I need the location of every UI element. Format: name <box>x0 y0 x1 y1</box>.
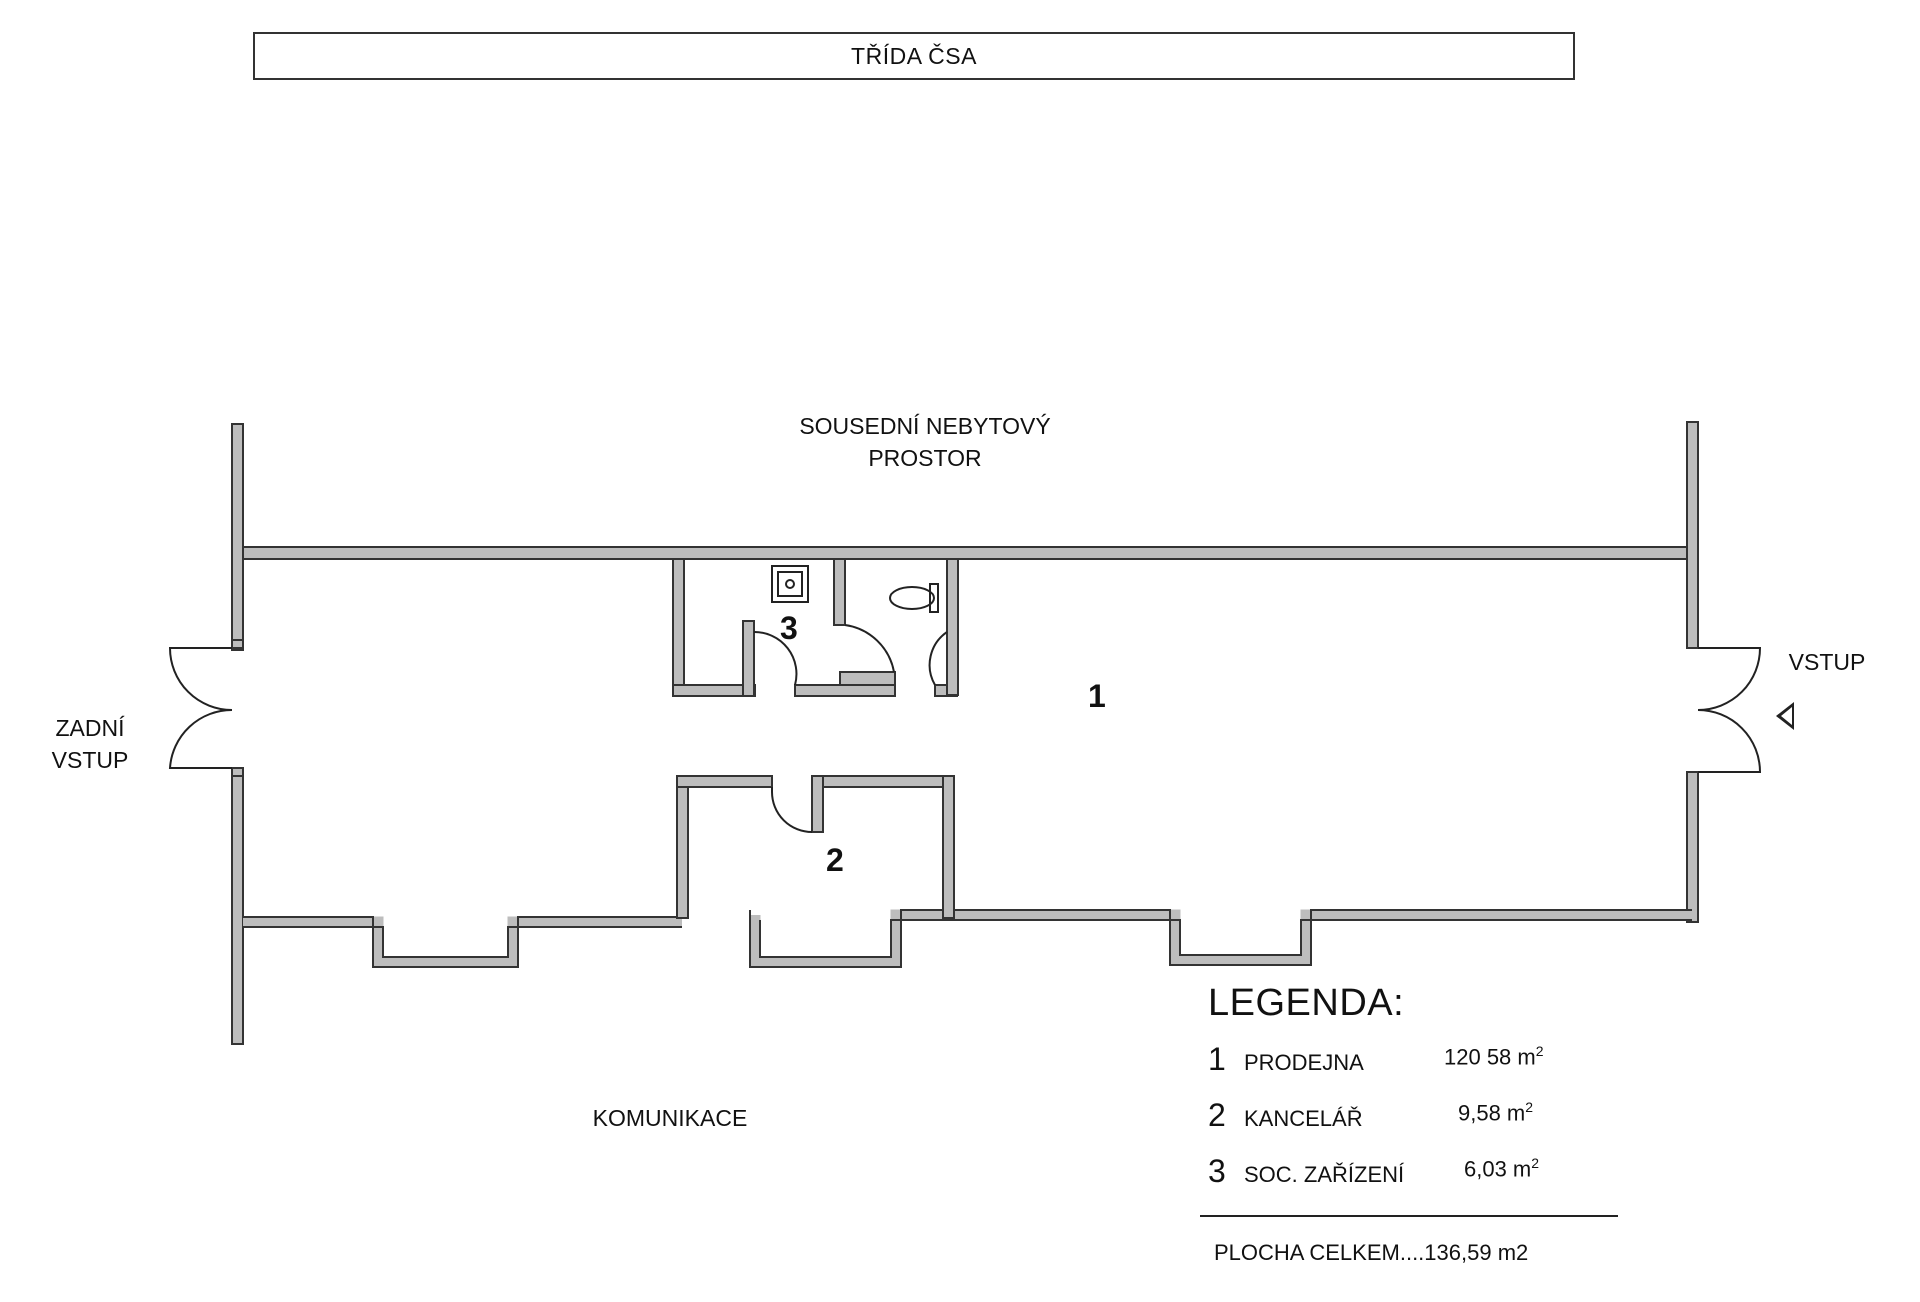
legend-item-area: 6,03 m2 <box>1464 1154 1540 1181</box>
entry-double-door <box>1697 647 1762 773</box>
wall-office-right <box>942 775 955 919</box>
wall-sanitary-inner-left <box>742 620 755 697</box>
wall-office-door-jamb <box>811 775 824 833</box>
legend-item-number: 1 <box>1208 1041 1226 1077</box>
wall-sanitary-left <box>672 558 685 696</box>
neighbour-space-label-line2: PROSTOR <box>868 445 982 471</box>
wall-sanitary-right <box>946 558 959 696</box>
legend-item-area: 120 58 m2 <box>1444 1042 1544 1069</box>
wall-bottom-outline <box>243 909 1692 968</box>
entry-label: VSTUP <box>1788 649 1866 675</box>
office-door-swing <box>771 787 813 833</box>
wall-office-top-right <box>816 775 954 788</box>
road-label: KOMUNIKACE <box>592 1105 748 1131</box>
wall-top <box>242 546 1688 560</box>
legend-item-number: 3 <box>1208 1153 1226 1189</box>
neighbour-space-label: SOUSEDNÍ NEBYTOVÝ PROSTOR <box>760 410 1090 474</box>
sink-icon <box>771 565 809 603</box>
legend-total: PLOCHA CELKEM....136,59 m2 <box>1214 1240 1529 1265</box>
legend-item-name: PRODEJNA <box>1244 1050 1364 1075</box>
room-number-3: 3 <box>780 610 798 646</box>
wall-left-upper <box>231 423 244 651</box>
rear-entry-label-line1: ZADNÍ <box>55 715 125 741</box>
walls <box>231 421 1699 1045</box>
legend-item-name: SOC. ZAŘÍZENÍ <box>1244 1162 1405 1187</box>
rear-double-door <box>168 639 244 777</box>
wall-office-left <box>676 775 689 919</box>
legend-row: 1 PRODEJNA 120 58 m2 <box>1208 1038 1568 1082</box>
wall-right-upper <box>1686 421 1699 649</box>
legend-item-number: 2 <box>1208 1097 1226 1133</box>
legend-item-area: 9,58 m2 <box>1458 1098 1534 1125</box>
neighbour-space-label-line1: SOUSEDNÍ NEBYTOVÝ <box>799 413 1051 439</box>
sanitary-door-swing-right <box>844 624 948 686</box>
rear-entry-label: ZADNÍ VSTUP <box>32 712 148 776</box>
legend-row: 3 SOC. ZAŘÍZENÍ 6,03 m2 <box>1208 1150 1568 1194</box>
wall-sanitary-bottom-mid <box>794 684 896 697</box>
wall-right-lower <box>1686 771 1699 923</box>
wall-bottom <box>243 909 1692 968</box>
wall-left-lower <box>231 767 244 1045</box>
street-label-box: TŘÍDA ČSA <box>253 32 1575 80</box>
sanitary-door-swing-left <box>753 630 798 686</box>
legend-row: 2 KANCELÁŘ 9,58 m2 <box>1208 1094 1568 1138</box>
toilet-icon <box>889 583 939 613</box>
wall-office-top-left <box>676 775 773 788</box>
rear-entry-label-line2: VSTUP <box>51 747 129 773</box>
wall-sanitary-bottom-step <box>839 671 896 686</box>
street-name: TŘÍDA ČSA <box>851 42 977 69</box>
room-number-2: 2 <box>826 842 844 878</box>
room-number-1: 1 <box>1088 678 1106 714</box>
entry-arrow-icon <box>1776 702 1794 730</box>
legend-item-name: KANCELÁŘ <box>1244 1106 1363 1131</box>
legend-title: LEGENDA: <box>1208 982 1405 1024</box>
wall-sanitary-partition <box>833 558 846 626</box>
legend-divider <box>1200 1215 1618 1217</box>
